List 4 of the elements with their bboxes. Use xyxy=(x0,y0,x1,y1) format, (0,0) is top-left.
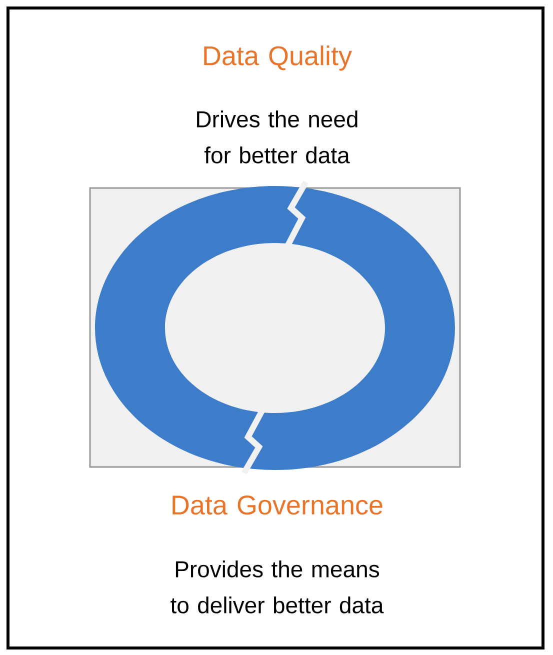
heading: Data Quality xyxy=(204,46,352,71)
description: Drives the need for better data xyxy=(197,110,358,164)
description: Provides the means to deliver better data xyxy=(170,560,384,614)
heading: Data Governance xyxy=(172,496,382,515)
